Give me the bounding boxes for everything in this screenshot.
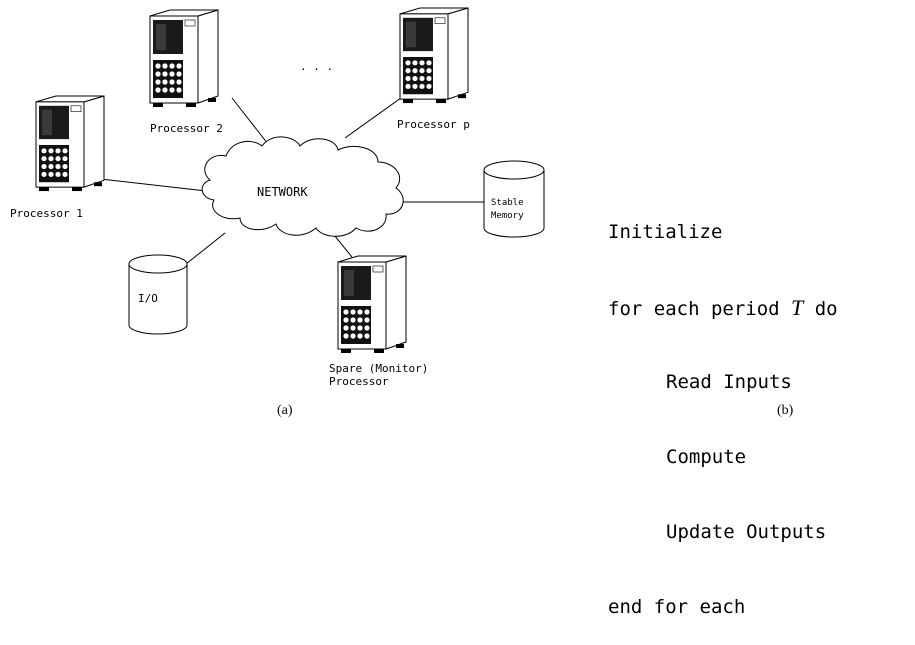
algorithm-line-update-outputs: Update Outputs [666, 521, 827, 543]
processor-2-tower [149, 9, 219, 108]
for-each-prefix: for each period [608, 298, 792, 320]
algorithm-line-initialize: Initialize [608, 221, 723, 243]
stable-memory-label-line2: Memory [491, 211, 524, 221]
caption-b: (b) [777, 403, 794, 418]
algorithm-line-read-inputs: Read Inputs [666, 371, 792, 393]
processor-1-tower [35, 95, 105, 192]
network-label: NETWORK [257, 185, 308, 199]
link-io [180, 232, 226, 269]
link-processor-1 [91, 177, 216, 193]
processor-p-label: Processor p [397, 118, 470, 131]
spare-processor-tower [337, 255, 407, 354]
io-label: I/O [138, 292, 158, 305]
algorithm-line-end-for-each: end for each [608, 596, 746, 618]
period-variable: T [791, 295, 804, 320]
processor-1-label: Processor 1 [10, 207, 83, 220]
link-processor-2 [231, 97, 269, 145]
caption-a: (a) [277, 403, 293, 418]
network-diagram: NETWORK Processor 1 Processor 2 . . . Pr… [10, 7, 794, 418]
algorithm-line-compute: Compute [666, 446, 747, 468]
stable-memory-label-line1: Stable [491, 198, 524, 208]
io-cylinder [128, 254, 188, 335]
spare-processor-label-line1: Spare (Monitor) [329, 362, 428, 375]
stable-memory-cylinder [483, 160, 545, 238]
processor-2-label: Processor 2 [150, 122, 223, 135]
network-cloud [201, 136, 404, 237]
spare-processor-label-line2: Processor [329, 375, 389, 388]
algorithm-listing: Initialize for each period T do Read Inp… [608, 170, 838, 645]
algorithm-line-for-each: for each period T do [608, 295, 838, 320]
for-each-suffix: do [803, 298, 838, 320]
more-processors-ellipsis: . . . [300, 60, 333, 73]
processor-p-tower [399, 7, 469, 104]
